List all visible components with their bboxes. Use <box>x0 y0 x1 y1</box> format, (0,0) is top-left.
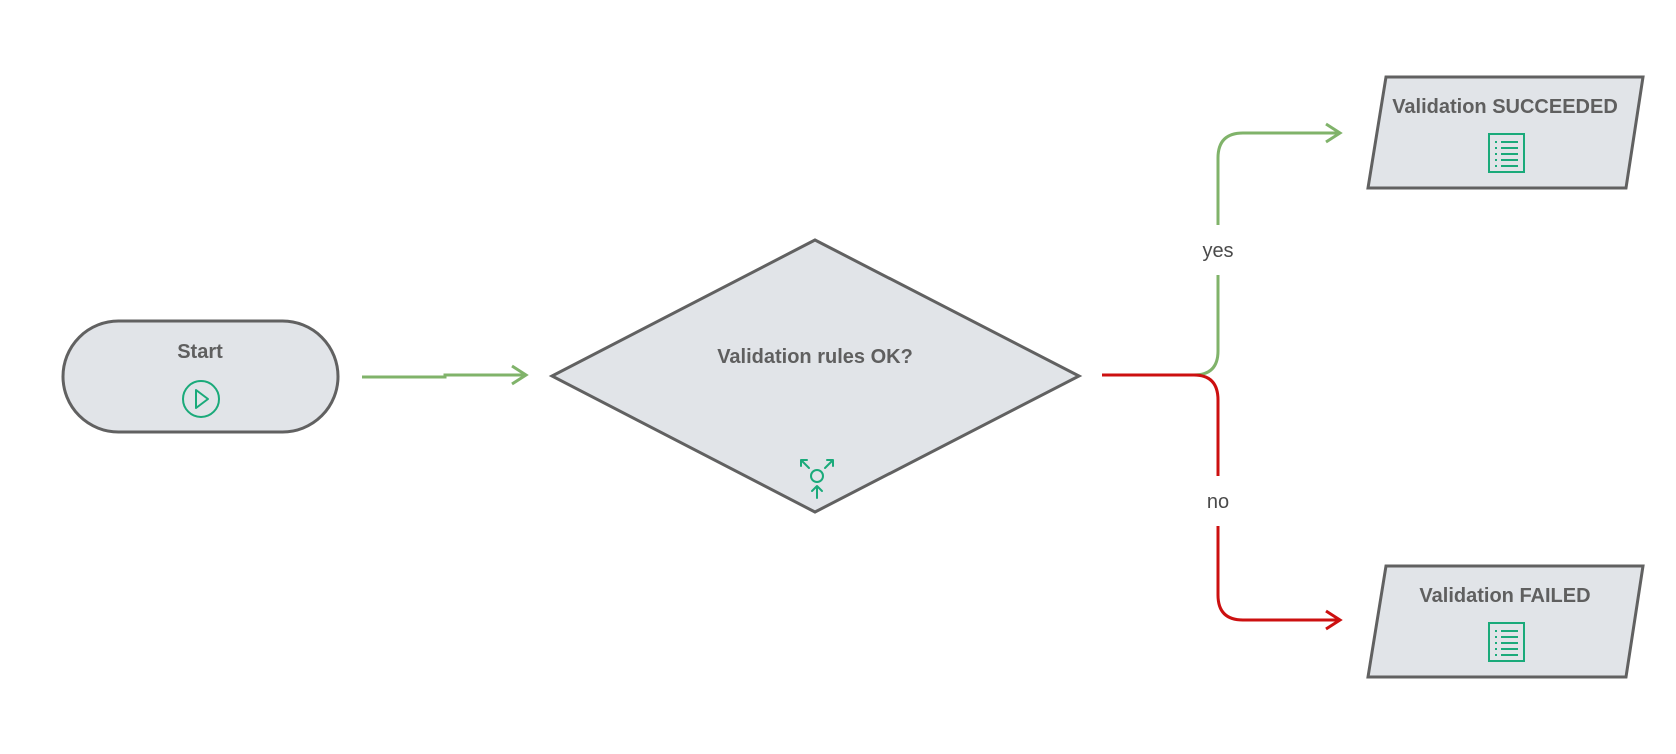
edge-no[interactable]: no <box>1102 373 1343 631</box>
gateway-icon <box>800 459 834 499</box>
edge-yes[interactable]: yes <box>1193 122 1343 377</box>
decision-node-title: Validation rules OK? <box>717 346 913 368</box>
play-icon <box>182 380 220 418</box>
failure-node-title: Validation FAILED <box>1419 585 1590 607</box>
list-icon <box>1488 133 1525 173</box>
decision-node[interactable]: Validation rules OK? <box>548 238 1083 514</box>
edge-label-yes: yes <box>1202 240 1233 262</box>
edge-start-to-decision[interactable] <box>362 364 529 386</box>
edge-label-no: no <box>1207 491 1229 513</box>
start-node[interactable]: Start <box>61 319 340 434</box>
start-node-title: Start <box>177 341 223 363</box>
failure-node[interactable]: Validation FAILED <box>1366 564 1645 679</box>
list-icon <box>1488 622 1525 662</box>
success-node[interactable]: Validation SUCCEEDED <box>1366 75 1645 190</box>
success-node-title: Validation SUCCEEDED <box>1392 96 1618 118</box>
